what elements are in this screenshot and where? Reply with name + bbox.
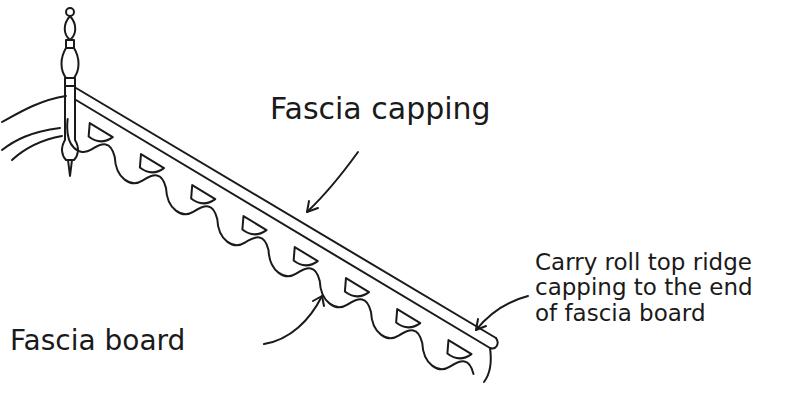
leader-line xyxy=(264,296,322,344)
scallop-cutout xyxy=(242,216,266,234)
arrow-head xyxy=(313,296,324,306)
part-label: Fascia capping xyxy=(270,92,491,125)
fascia-capping-bottom xyxy=(76,100,490,348)
leader-line xyxy=(476,296,528,330)
roof-edge xyxy=(12,136,62,160)
roof-edge xyxy=(2,96,66,122)
board-end xyxy=(484,348,491,382)
scallop-cutout xyxy=(191,185,215,203)
scallop-cutout xyxy=(345,278,369,296)
arrow-head xyxy=(476,319,486,330)
finial xyxy=(62,8,79,176)
scallop-cutout xyxy=(294,247,318,265)
fascia-capping-top xyxy=(76,88,496,338)
scallop-cutout xyxy=(89,123,113,141)
capping-roll-end xyxy=(490,338,498,348)
leader-line xyxy=(307,152,358,212)
note-text: Carry roll top ridge capping to the end … xyxy=(535,250,775,326)
scallop-cutout xyxy=(396,309,420,327)
arrow-head xyxy=(307,201,318,212)
part-label: Fascia board xyxy=(10,326,185,357)
scallop-cutout xyxy=(140,154,164,172)
scallop-cutout xyxy=(447,340,471,358)
